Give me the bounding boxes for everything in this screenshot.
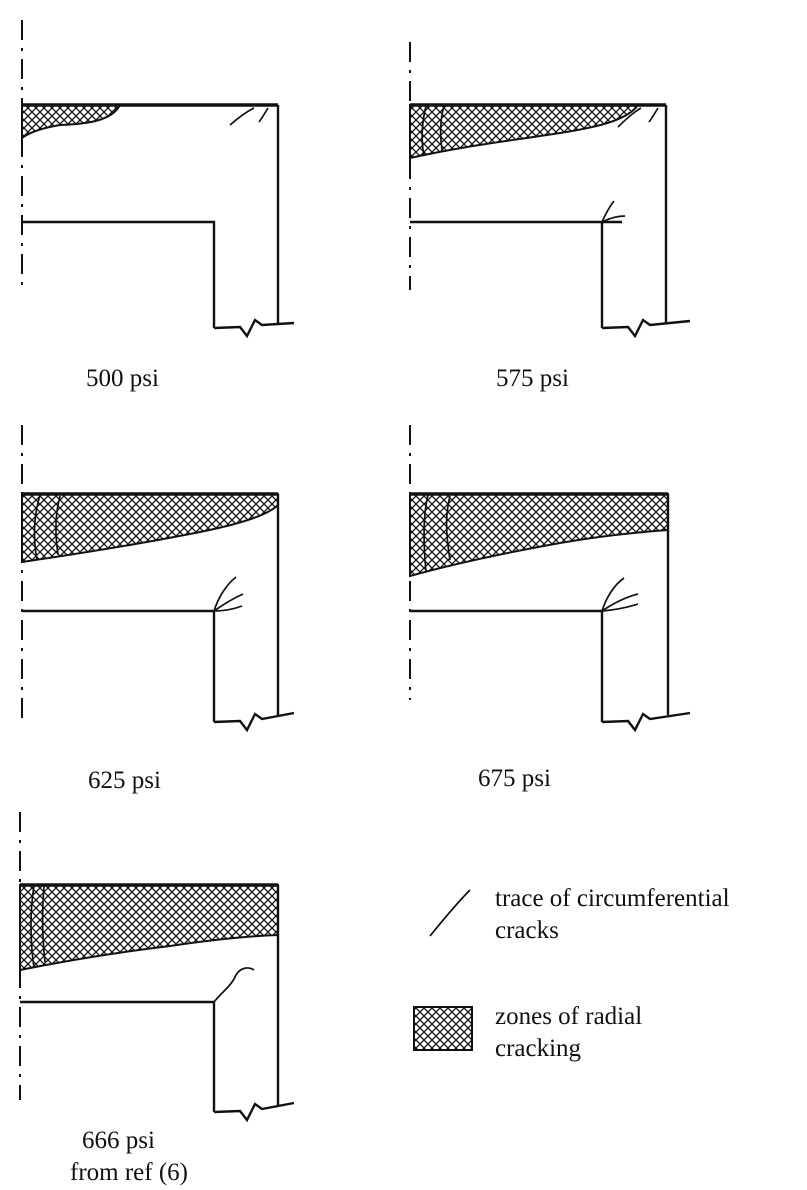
legend-radial-line1: zones of radial <box>495 1003 642 1030</box>
panel-675psi: 675 psi <box>409 425 691 792</box>
break-line <box>601 318 691 339</box>
radial-cracking-zone <box>409 493 669 578</box>
radial-cracking-zone <box>409 104 640 160</box>
legend: trace of circumferential cracks zones of… <box>413 885 730 1062</box>
panel-500psi: 500 psi <box>21 20 295 392</box>
break-line <box>601 711 691 733</box>
panel-label: 500 psi <box>86 365 159 392</box>
circumferential-crack <box>33 494 41 561</box>
circumferential-crack <box>213 605 243 612</box>
circumferential-crack <box>213 593 244 612</box>
radial-cracking-zone <box>19 884 279 972</box>
legend-circumferential-line1: trace of circumferential <box>495 885 730 912</box>
circumferential-crack <box>421 105 427 157</box>
circumferential-crack <box>423 494 429 573</box>
circumferential-crack <box>648 107 659 123</box>
break-line <box>213 318 295 339</box>
circumferential-crack <box>258 107 269 123</box>
legend-radial-line2: cracking <box>495 1035 582 1062</box>
panel-666psi: 666 psi from ref (6) <box>19 812 295 1186</box>
circumferential-crack <box>617 107 642 128</box>
vessel-outline <box>410 105 668 328</box>
circumferential-crack <box>41 885 46 963</box>
circumferential-crack <box>229 107 255 126</box>
radial-cracking-zone <box>21 493 279 564</box>
circumferential-crack <box>601 593 639 612</box>
break-line <box>213 1101 295 1123</box>
legend-radial-swatch <box>413 1006 473 1051</box>
panel-label: 675 psi <box>478 765 551 792</box>
radial-cracking-zone <box>21 104 122 140</box>
panel-sublabel: from ref (6) <box>70 1159 188 1186</box>
panel-label: 666 psi <box>82 1127 155 1154</box>
panel-label: 625 psi <box>88 767 161 794</box>
circumferential-crack <box>601 200 615 223</box>
circumferential-crack <box>213 967 255 1003</box>
legend-circumferential-line2: cracks <box>495 917 559 944</box>
legend-crack-symbol <box>429 889 471 937</box>
circumferential-crack <box>213 576 237 612</box>
vessel-outline <box>22 105 280 328</box>
circumferential-crack <box>601 603 639 612</box>
circumferential-crack <box>445 495 451 561</box>
circumferential-crack <box>55 495 61 555</box>
circumferential-crack <box>601 577 625 612</box>
panel-575psi: 575 psi <box>409 42 691 392</box>
circumferential-crack <box>30 885 35 969</box>
break-line <box>213 711 295 733</box>
panel-label: 575 psi <box>496 365 569 392</box>
circumferential-crack <box>439 105 445 151</box>
circumferential-crack <box>601 215 626 223</box>
panel-625psi: 625 psi <box>21 425 295 794</box>
